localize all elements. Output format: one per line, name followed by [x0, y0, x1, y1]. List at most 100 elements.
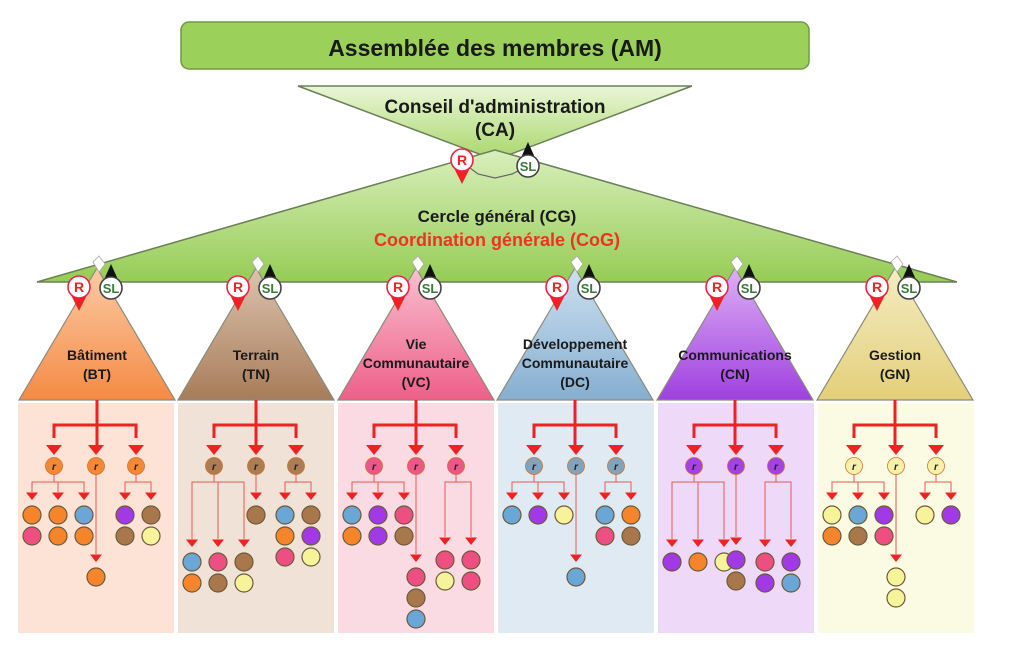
member-blue	[502, 505, 522, 525]
member-group	[342, 474, 414, 546]
member-brown	[234, 552, 254, 572]
branch-arrow-icon	[846, 445, 862, 455]
branch-arrow-icon	[88, 445, 104, 455]
member-purple	[301, 526, 321, 546]
member-arrow-icon	[785, 539, 797, 547]
member-yellow	[301, 547, 321, 567]
sub-role-label: r	[692, 462, 697, 473]
member-brown	[141, 505, 161, 525]
sub-role-label: r	[254, 462, 259, 473]
link-connector	[92, 255, 106, 273]
member-group	[406, 474, 426, 629]
member-arrow-icon	[878, 492, 890, 500]
sub-role-label: r	[372, 462, 377, 473]
second-link-badge-label: SL	[262, 281, 279, 296]
member-arrow-icon	[465, 537, 477, 545]
second-link-badge-label: SL	[901, 281, 918, 296]
connector-line	[604, 481, 632, 492]
member-arrow-icon	[945, 492, 957, 500]
member-arrow-icon	[346, 492, 358, 500]
member-arrow-icon	[826, 492, 838, 500]
member-brown	[726, 571, 746, 591]
branch-arrow-icon	[608, 445, 624, 455]
member-pink	[22, 526, 42, 546]
circle-label: Communautaire	[522, 355, 629, 371]
member-arrow-icon	[186, 539, 198, 547]
branch-line	[852, 423, 938, 438]
rep-badge-circle	[545, 275, 569, 299]
link-connector	[570, 255, 584, 273]
member-group	[275, 474, 321, 567]
member-group	[662, 474, 734, 572]
circle-second-link-badge: SL	[577, 264, 601, 300]
member-arrow-icon	[410, 554, 422, 562]
member-arrow-icon	[78, 492, 90, 500]
general-circle-label: Cercle général (CG)	[418, 207, 577, 226]
member-orange	[275, 526, 295, 546]
member-yellow	[141, 526, 161, 546]
sub-role-label: r	[934, 462, 939, 473]
member-blue	[74, 505, 94, 525]
link-connector	[251, 255, 265, 273]
rep-badge-label: R	[457, 152, 467, 168]
member-arrow-icon	[852, 492, 864, 500]
member-arrow-icon	[570, 554, 582, 562]
member-brown	[394, 526, 414, 546]
member-yellow	[554, 505, 574, 525]
branch-arrow-icon	[928, 445, 944, 455]
board-second-link-badge: SL	[516, 142, 540, 178]
member-purple	[368, 505, 388, 525]
member-arrow-icon	[305, 492, 317, 500]
member-purple	[368, 526, 388, 546]
second-link-badge-label: SL	[422, 281, 439, 296]
circle-rep-badge: R	[226, 275, 250, 311]
link-connector	[890, 255, 904, 273]
sub-role-label: r	[52, 462, 57, 473]
branch-line	[52, 423, 138, 438]
sub-role-label: r	[574, 462, 579, 473]
circle-label: Gestion	[869, 347, 921, 363]
member-arrow-icon	[692, 539, 704, 547]
member-pink	[275, 547, 295, 567]
member-arrow-icon	[90, 554, 102, 562]
member-arrow-icon	[718, 539, 730, 547]
member-group	[566, 474, 586, 587]
circle-label: (CN)	[720, 366, 750, 382]
board-rep-badge: R	[450, 148, 474, 184]
circle-second-link-badge: SL	[737, 264, 761, 300]
member-blue	[182, 552, 202, 572]
member-blue	[848, 505, 868, 525]
member-brown	[301, 505, 321, 525]
member-orange	[621, 505, 641, 525]
sub-role-label: r	[852, 462, 857, 473]
member-group	[886, 474, 906, 608]
member-arrow-icon	[890, 554, 902, 562]
member-orange	[48, 505, 68, 525]
assembly-box: Assemblée des membres (AM)	[180, 21, 810, 70]
circle-label: (BT)	[83, 366, 111, 382]
member-yellow	[915, 505, 935, 525]
member-group	[182, 474, 254, 593]
member-group	[502, 474, 574, 525]
member-brown	[246, 505, 266, 525]
branch-arrow-icon	[248, 445, 264, 455]
member-yellow	[234, 573, 254, 593]
member-arrow-icon	[439, 537, 451, 545]
rep-badge-label: R	[74, 279, 84, 295]
branch-arrow-icon	[728, 445, 744, 455]
connector-line	[284, 481, 312, 492]
connector-line	[924, 481, 952, 492]
circle-label: (TN)	[242, 366, 270, 382]
member-group	[86, 474, 106, 587]
circle-rep-badge: R	[865, 275, 889, 311]
circle-second-link-badge: SL	[99, 264, 123, 300]
rep-badge-circle	[226, 275, 250, 299]
member-brown	[208, 573, 228, 593]
member-pink	[435, 550, 455, 570]
member-arrow-icon	[558, 492, 570, 500]
sub-role-label: r	[414, 462, 419, 473]
member-arrow-icon	[238, 539, 250, 547]
branch-arrow-icon	[288, 445, 304, 455]
